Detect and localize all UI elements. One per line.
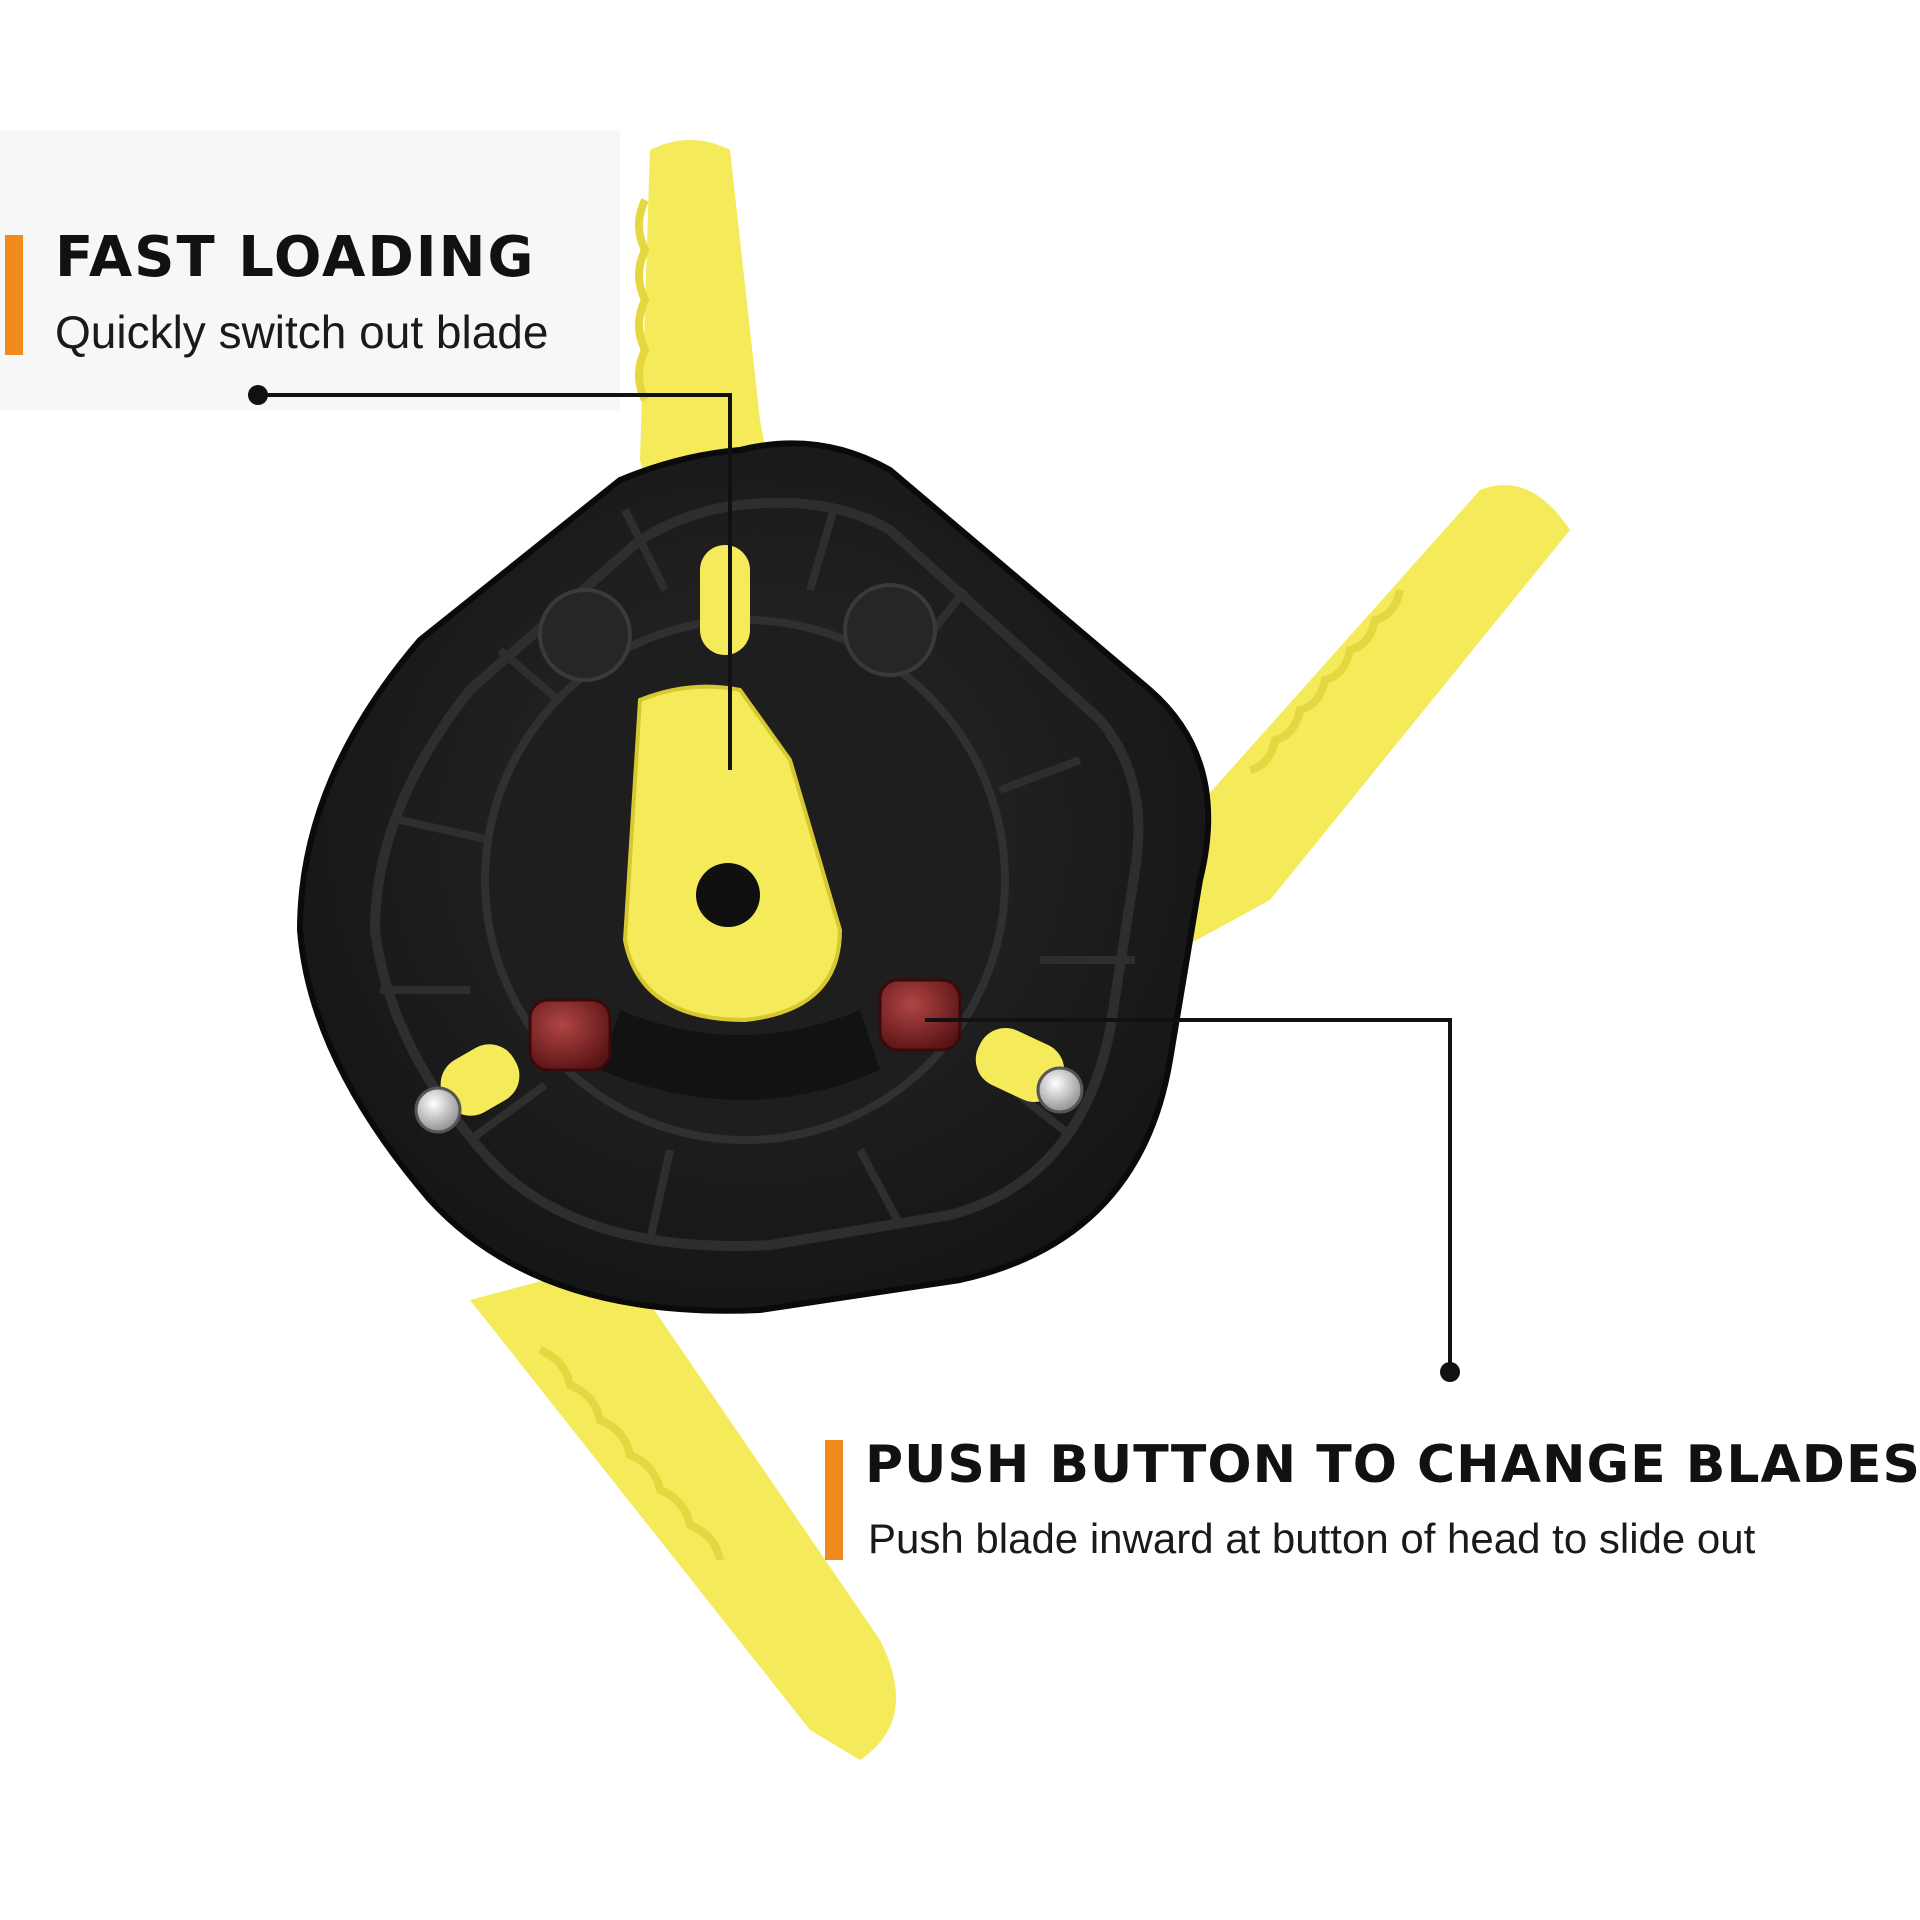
callout-fast-loading: FAST LOADING Quickly switch out blade xyxy=(0,225,700,365)
blade-top-serration xyxy=(635,198,650,402)
callout-title: FAST LOADING xyxy=(55,225,536,290)
pin-right xyxy=(1036,1066,1084,1114)
callout-backdrop xyxy=(0,130,620,410)
leader-line-push-button xyxy=(925,1018,1460,1382)
blade-tab-hole xyxy=(696,863,760,927)
blade-bottom-serration xyxy=(538,1346,724,1561)
head-rim-segments xyxy=(369,497,1144,1251)
push-button-left xyxy=(528,998,612,1072)
callout-push-button: PUSH BUTTON TO CHANGE BLADES Push blade … xyxy=(825,1435,1920,1575)
leader-line-fast-loading xyxy=(248,385,732,770)
dial-right-icon xyxy=(843,583,937,677)
lower-hub xyxy=(600,1010,880,1100)
dial-left-icon xyxy=(538,588,632,682)
callout-subtitle: Push blade inward at button of head to s… xyxy=(868,1515,1756,1562)
callout-title: PUSH BUTTON TO CHANGE BLADES xyxy=(865,1435,1920,1495)
rim-dividers xyxy=(380,503,1135,1241)
callout-subtitle: Quickly switch out blade xyxy=(55,306,549,358)
blade-right-serration xyxy=(1248,589,1404,774)
top-slot xyxy=(700,545,750,655)
accent-bar xyxy=(5,235,23,355)
side-slot-left xyxy=(440,1044,520,1116)
push-button-right xyxy=(878,978,962,1052)
pin-left xyxy=(414,1086,462,1134)
center-blade-tab xyxy=(622,684,843,1023)
blade-right xyxy=(1150,485,1570,960)
accent-bar xyxy=(825,1440,843,1560)
